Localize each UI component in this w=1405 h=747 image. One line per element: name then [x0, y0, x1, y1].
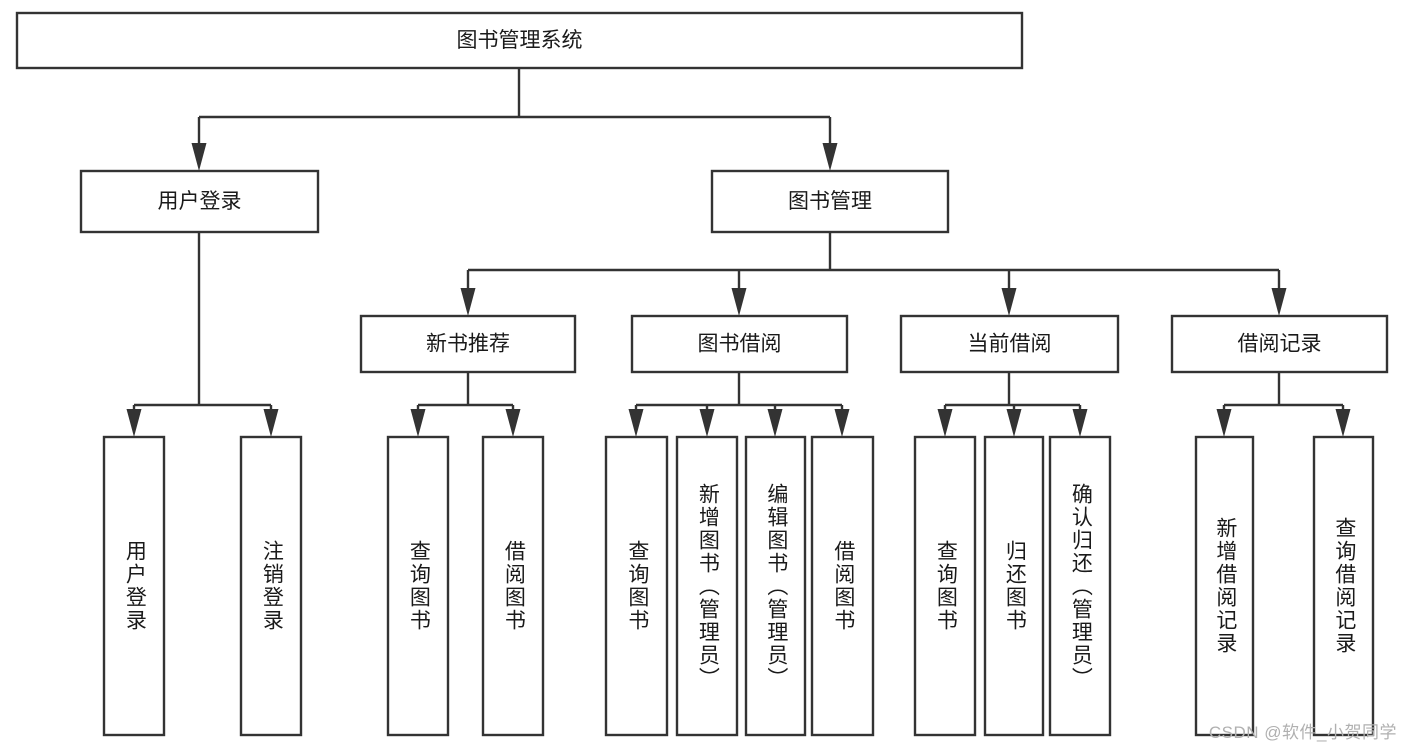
leaf-node-box[interactable]: [239, 435, 303, 737]
box-layer: [15, 11, 1389, 737]
level2-node-label: 图书管理: [788, 190, 872, 213]
level3-node-box[interactable]: [899, 314, 1120, 374]
leaf-node-box[interactable]: [1048, 435, 1112, 737]
level2-node-box[interactable]: [79, 169, 320, 234]
level3-node-label: 当前借阅: [968, 333, 1052, 356]
arrow-head-icon: [1335, 409, 1351, 437]
arrow-head-icon: [731, 288, 747, 316]
root-node-box[interactable]: [15, 11, 1024, 70]
arrow-head-icon: [1006, 409, 1022, 437]
arrow-head-icon: [822, 143, 838, 171]
root-node-label: 图书管理系统: [457, 29, 583, 52]
arrow-head-icon: [1072, 409, 1088, 437]
arrow-head-icon: [834, 409, 850, 437]
level3-node-box[interactable]: [1170, 314, 1389, 374]
level2-node-label: 用户登录: [158, 190, 242, 213]
leaf-node-box[interactable]: [913, 435, 977, 737]
arrow-head-icon: [699, 409, 715, 437]
leaf-node-box[interactable]: [604, 435, 669, 737]
watermark: CSDN @软件_小贺同学: [1208, 723, 1397, 742]
arrow-head-icon: [628, 409, 644, 437]
level2-node-box[interactable]: [710, 169, 950, 234]
leaf-node-box[interactable]: [810, 435, 875, 737]
connector-layer: [126, 68, 1351, 437]
level3-node-box[interactable]: [630, 314, 849, 374]
level3-node-label: 图书借阅: [698, 333, 782, 356]
arrow-head-icon: [460, 288, 476, 316]
leaf-node-box[interactable]: [1194, 435, 1255, 737]
leaf-node-box[interactable]: [102, 435, 166, 737]
arrow-head-icon: [1271, 288, 1287, 316]
arrow-head-icon: [505, 409, 521, 437]
level3-node-label: 借阅记录: [1238, 333, 1322, 356]
arrow-head-icon: [1216, 409, 1232, 437]
arrow-head-icon: [767, 409, 783, 437]
arrow-head-icon: [937, 409, 953, 437]
leaf-node-box[interactable]: [481, 435, 545, 737]
leaf-node-box[interactable]: [983, 435, 1045, 737]
arrow-head-icon: [410, 409, 426, 437]
leaf-node-box[interactable]: [1312, 435, 1375, 737]
leaf-node-box[interactable]: [675, 435, 739, 737]
arrow-head-icon: [126, 409, 142, 437]
arrow-head-icon: [191, 143, 207, 171]
arrow-head-icon: [1001, 288, 1017, 316]
level3-node-box[interactable]: [359, 314, 577, 374]
leaf-node-box[interactable]: [744, 435, 807, 737]
leaf-node-box[interactable]: [386, 435, 450, 737]
level3-node-label: 新书推荐: [426, 333, 510, 356]
arrow-head-icon: [263, 409, 279, 437]
